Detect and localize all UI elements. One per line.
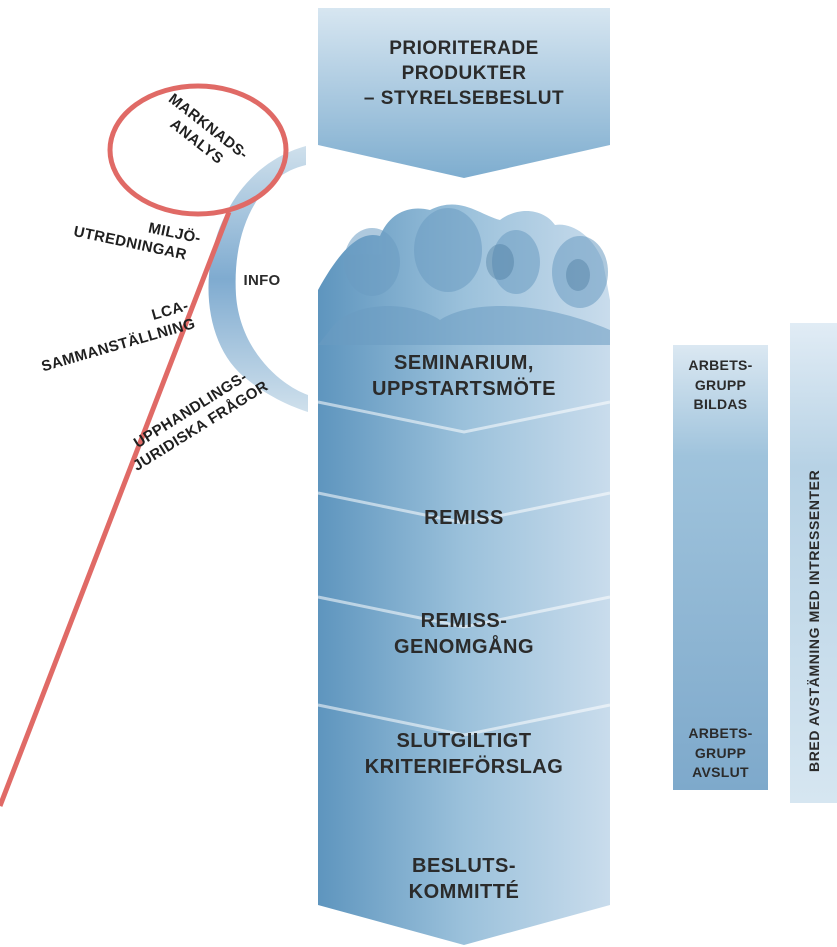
step-slutgiltigt: SLUTGILTIGT KRITERIEFÖRSLAG [318,728,610,781]
people-silhouette [318,208,610,345]
people-shadow [486,244,590,291]
highlight-pointer-line [0,211,232,807]
step-seminarium-line1: SEMINARIUM, [394,352,534,374]
info-arc [208,146,308,412]
step-remissgenomgang: REMISS- GENOMGÅNG [318,608,610,661]
step-seminarium-line2: UPPSTARTSMÖTE [372,378,556,401]
step-slutgiltigt-line1: SLUTGILTIGT [396,730,532,752]
step-remiss-line1: REMISS [424,507,504,529]
step-prioriterade-line3: – STYRELSEBESLUT [363,88,565,110]
arbetsgrupp-avslut: ARBETS- GRUPP AVSLUT [673,724,768,783]
step-prioriterade-line2: PRODUKTER [401,63,527,85]
bred-avstamning-bar [790,323,837,803]
info-label: INFO [232,270,292,291]
arbetsgrupp-bildas-line1: ARBETS- [688,357,753,373]
arbetsgrupp-bildas-line2: GRUPP [694,376,747,393]
highlight-circle [107,83,289,217]
step-beslut-line2: KOMMITTÉ [408,881,520,904]
main-flow-shape [318,204,610,946]
arbetsgrupp-bildas-line3: BILDAS [693,396,748,413]
step-prioriterade-line1: PRIORITERADE [389,38,539,59]
step-remissgenomgang-line2: GENOMGÅNG [393,636,535,659]
step-slutgiltigt-line2: KRITERIEFÖRSLAG [364,756,564,779]
step-beslut: BESLUTS- KOMMITTÉ [318,853,610,906]
step-prioriterade: PRIORITERADE PRODUKTER – STYRELSEBESLUT [318,36,610,111]
step-dividers [317,400,611,737]
info-label-text: INFO [243,272,281,289]
step-seminarium: SEMINARIUM, UPPSTARTSMÖTE [318,350,610,403]
step-remissgenomgang-line1: REMISS- [420,610,508,632]
arbetsgrupp-bar [673,345,768,790]
bred-avstamning-label: BRED AVSTÄMNING MED INTRESSENTER [806,469,822,772]
arbetsgrupp-bildas: ARBETS- GRUPP BILDAS [673,356,768,415]
step-remiss: REMISS [318,505,610,531]
arbetsgrupp-avslut-line1: ARBETS- [688,725,753,741]
arbetsgrupp-avslut-line2: GRUPP [694,744,747,761]
step-prioriterade-shape [318,8,610,178]
step-beslut-line1: BESLUTS- [412,855,516,877]
arbetsgrupp-avslut-line3: AVSLUT [692,764,749,781]
